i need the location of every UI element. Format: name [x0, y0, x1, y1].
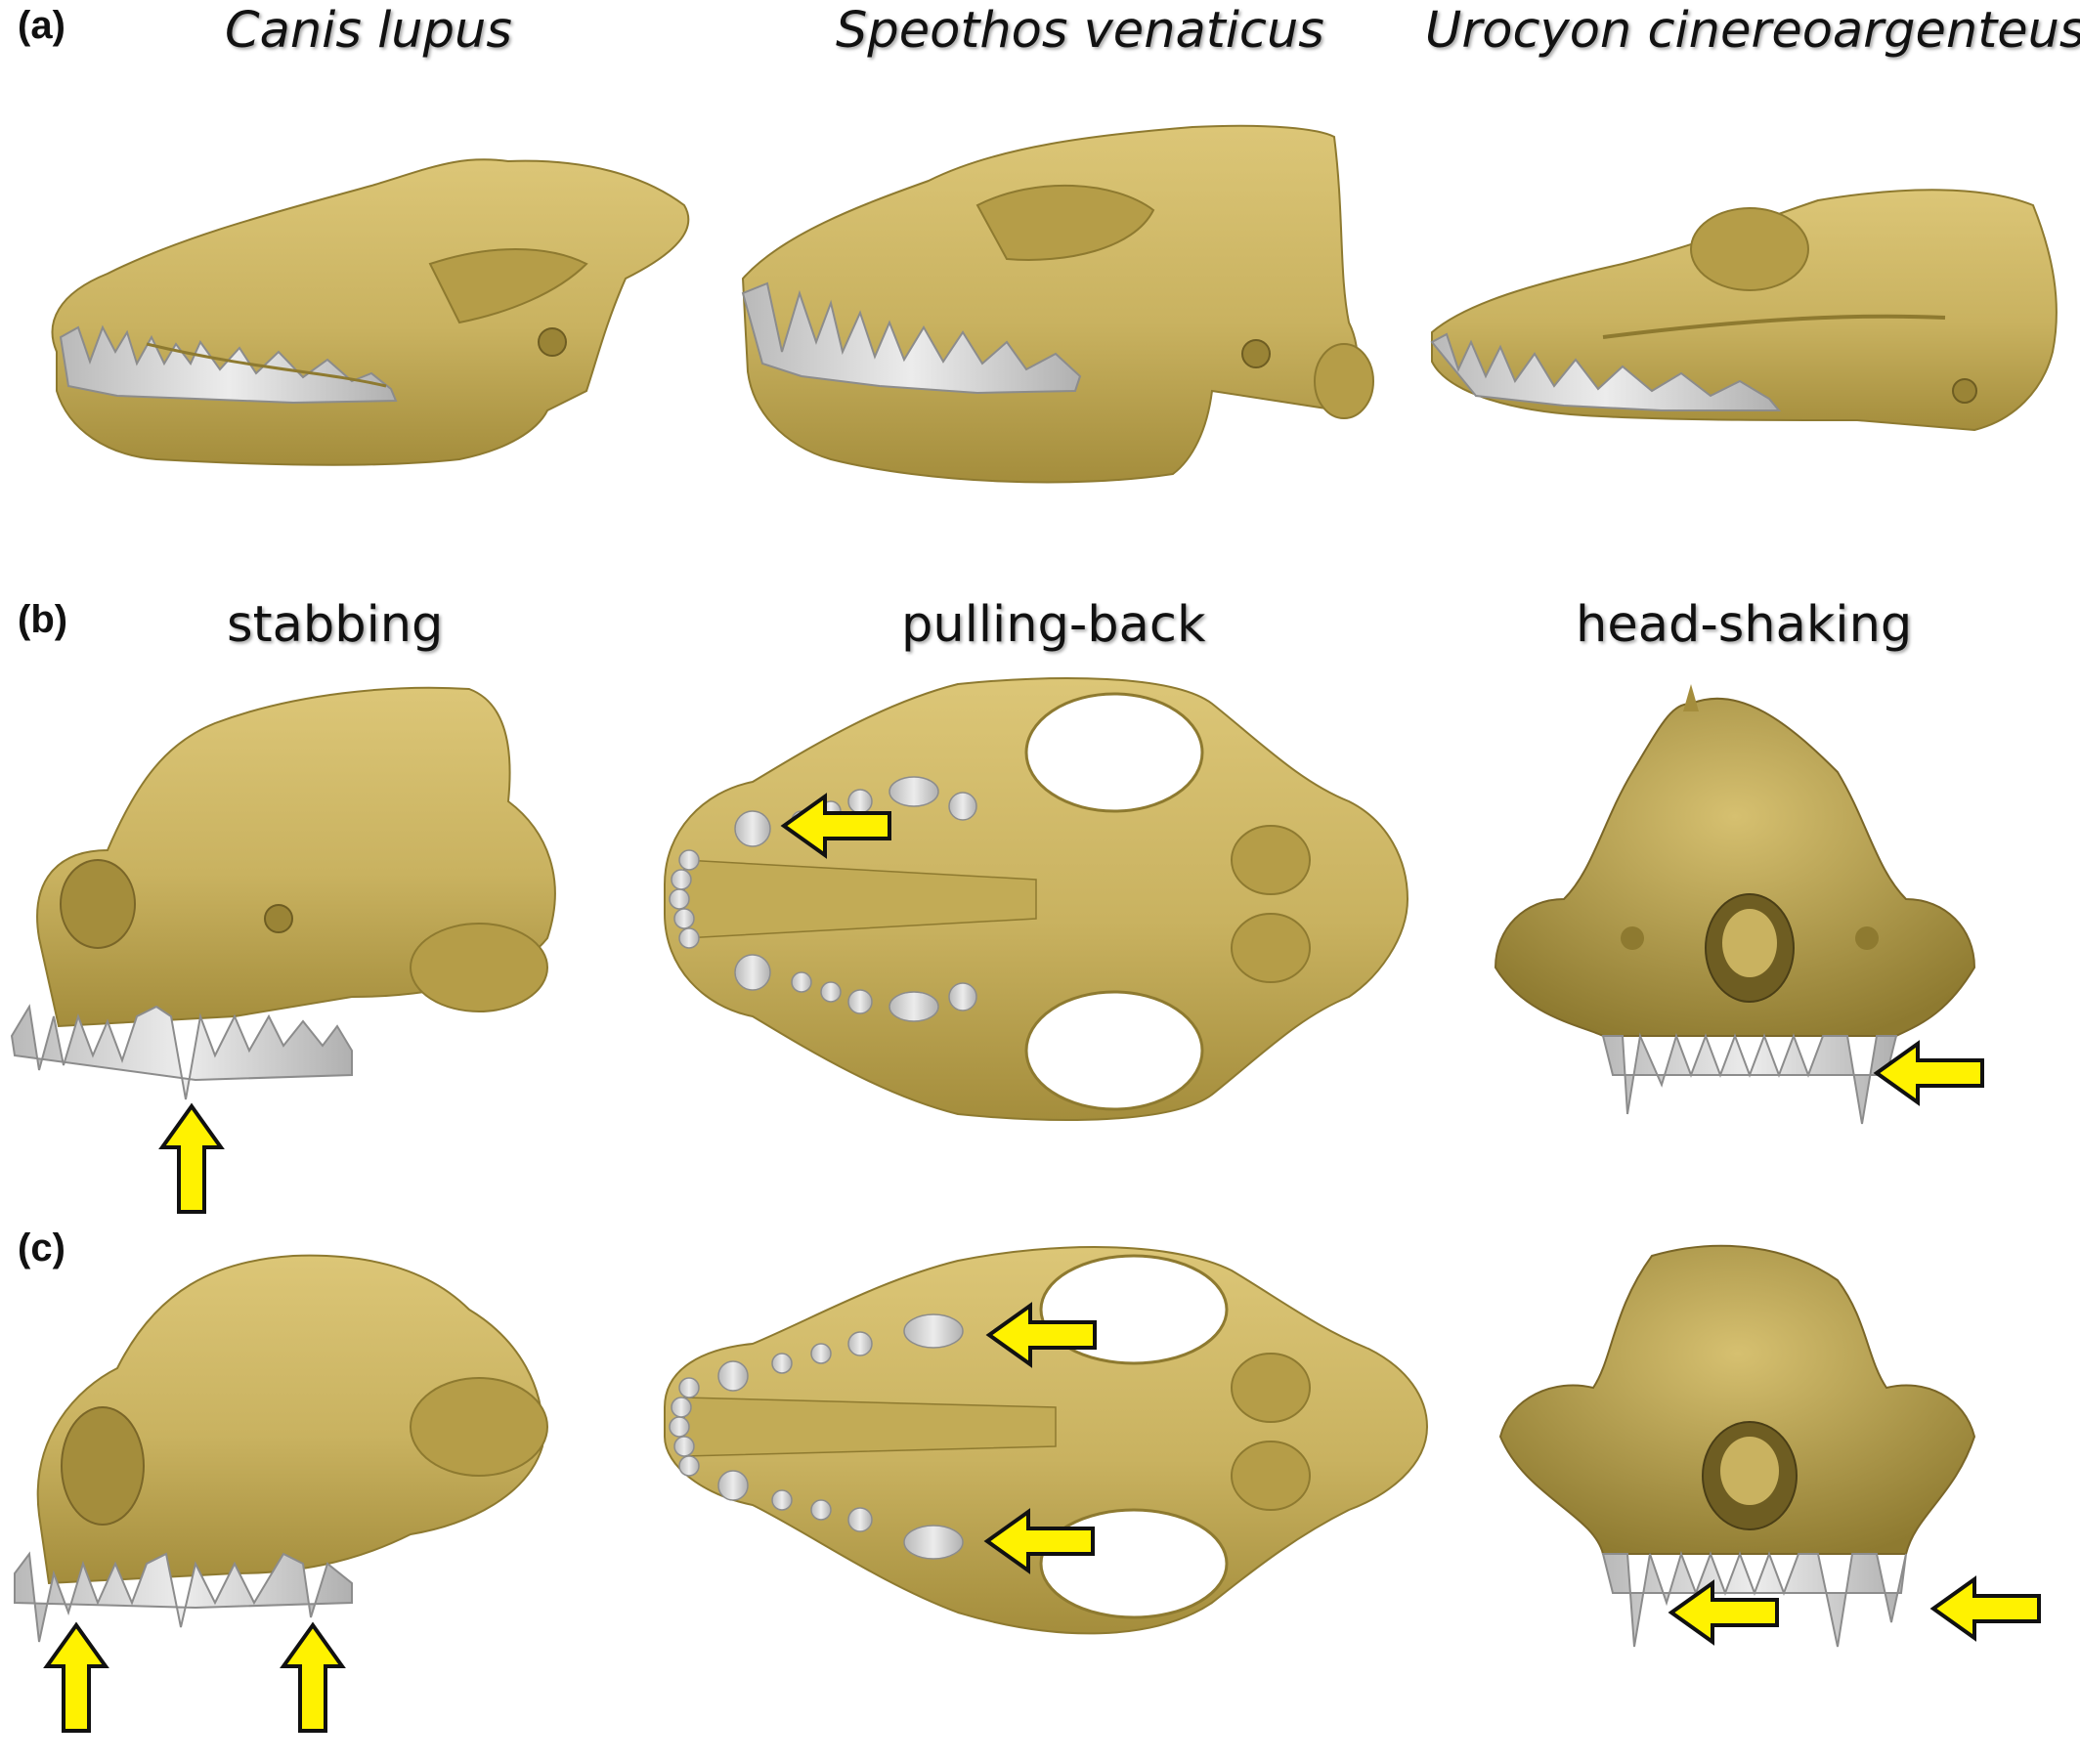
- arrow-carnassial-head-shaking-c: [1931, 1577, 2041, 1640]
- species-title-urocyon-cinereoargenteus: Urocyon cinereoargenteus: [1425, 2, 2080, 60]
- behaviour-title-head-shaking: head-shaking: [1576, 596, 1913, 654]
- skull-frontal-head-shaking-c: [1498, 1244, 1976, 1648]
- arrow-canine-stabbing-b: [160, 1104, 223, 1214]
- panel-label-a: (a): [18, 4, 65, 47]
- arrow-carnassial-stabbing-c: [282, 1623, 344, 1733]
- skull-lateral-urocyon-cinereoargenteus: [1430, 189, 2058, 432]
- species-title-canis-lupus: Canis lupus: [225, 2, 512, 60]
- skull-oblique-stabbing-b: [10, 686, 556, 1100]
- skull-lateral-canis-lupus: [51, 158, 690, 466]
- panel-label-c: (c): [18, 1226, 65, 1269]
- skull-frontal-head-shaking-b: [1494, 684, 1976, 1125]
- skull-lateral-speothos-venaticus: [741, 124, 1374, 484]
- skull-ventral-pulling-back-b: [664, 677, 1409, 1121]
- behaviour-title-pulling-back: pulling-back: [901, 596, 1206, 654]
- skull-oblique-stabbing-c: [14, 1254, 548, 1643]
- species-title-speothos-venaticus: Speothos venaticus: [836, 2, 1324, 60]
- skull-ventral-pulling-back-c: [664, 1246, 1429, 1635]
- behaviour-title-stabbing: stabbing: [227, 596, 444, 654]
- panel-label-b: (b): [18, 598, 68, 641]
- arrow-canine-stabbing-c: [45, 1623, 108, 1733]
